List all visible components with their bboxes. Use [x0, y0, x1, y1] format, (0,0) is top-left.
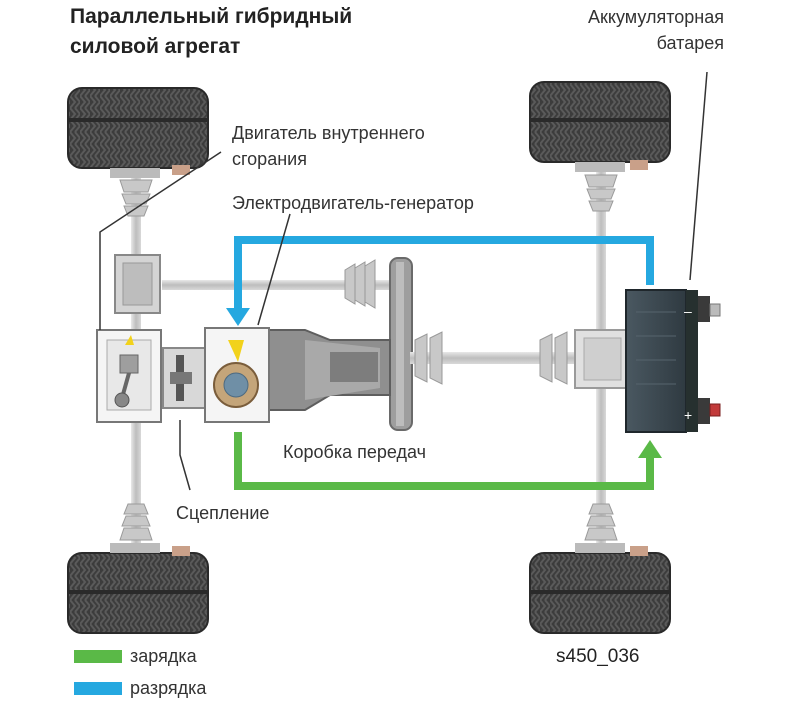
- clutch-label: Сцепление: [176, 503, 270, 523]
- battery-minus-label: –: [684, 303, 692, 319]
- clutch: [162, 347, 206, 409]
- legend-charge-swatch: [74, 650, 122, 663]
- engine-label-line-2: сгорания: [232, 149, 307, 169]
- motor-generator-label: Электродвигатель-генератор: [232, 193, 474, 213]
- gearbox-label: Коробка передач: [283, 442, 426, 462]
- motor-generator: [204, 327, 270, 423]
- battery-label-line-1: Аккумуляторная: [588, 7, 724, 27]
- rear-differential: [574, 329, 631, 389]
- gear-ring-disk: [389, 257, 413, 431]
- legend-charge-label: зарядка: [130, 646, 197, 666]
- engine-label-line-1: Двигатель внутреннего: [232, 123, 425, 143]
- gearbox: [267, 329, 391, 411]
- battery: [625, 289, 721, 433]
- battery-label: Аккумуляторная батарея: [588, 4, 724, 56]
- wheel-front-left: [67, 87, 209, 178]
- upper-axle: [114, 254, 392, 314]
- legend-discharge-swatch: [74, 682, 122, 695]
- cv-boots: [119, 174, 618, 541]
- legend-discharge-label: разрядка: [130, 678, 207, 698]
- wheel-rear-right: [529, 543, 671, 634]
- discharge-flow-arrow: [226, 236, 654, 326]
- battery-plus-label: +: [684, 407, 692, 423]
- combustion-engine: [96, 329, 162, 423]
- wheel-rear-left: [67, 543, 209, 634]
- title-line-1: Параллельный гибридный: [70, 5, 353, 28]
- charge-flow-arrow: [234, 432, 662, 490]
- title-line-2: силовой агрегат: [70, 35, 241, 58]
- engine-label: Двигатель внутреннего сгорания: [232, 120, 425, 172]
- battery-label-line-2: батарея: [656, 33, 724, 53]
- wheel-front-right: [529, 81, 671, 172]
- leader-lines: [99, 71, 708, 491]
- diagram-title: Параллельный гибридный силовой агрегат: [70, 2, 352, 62]
- drive-shaft: [410, 331, 585, 385]
- figure-code: s450_036: [556, 646, 640, 667]
